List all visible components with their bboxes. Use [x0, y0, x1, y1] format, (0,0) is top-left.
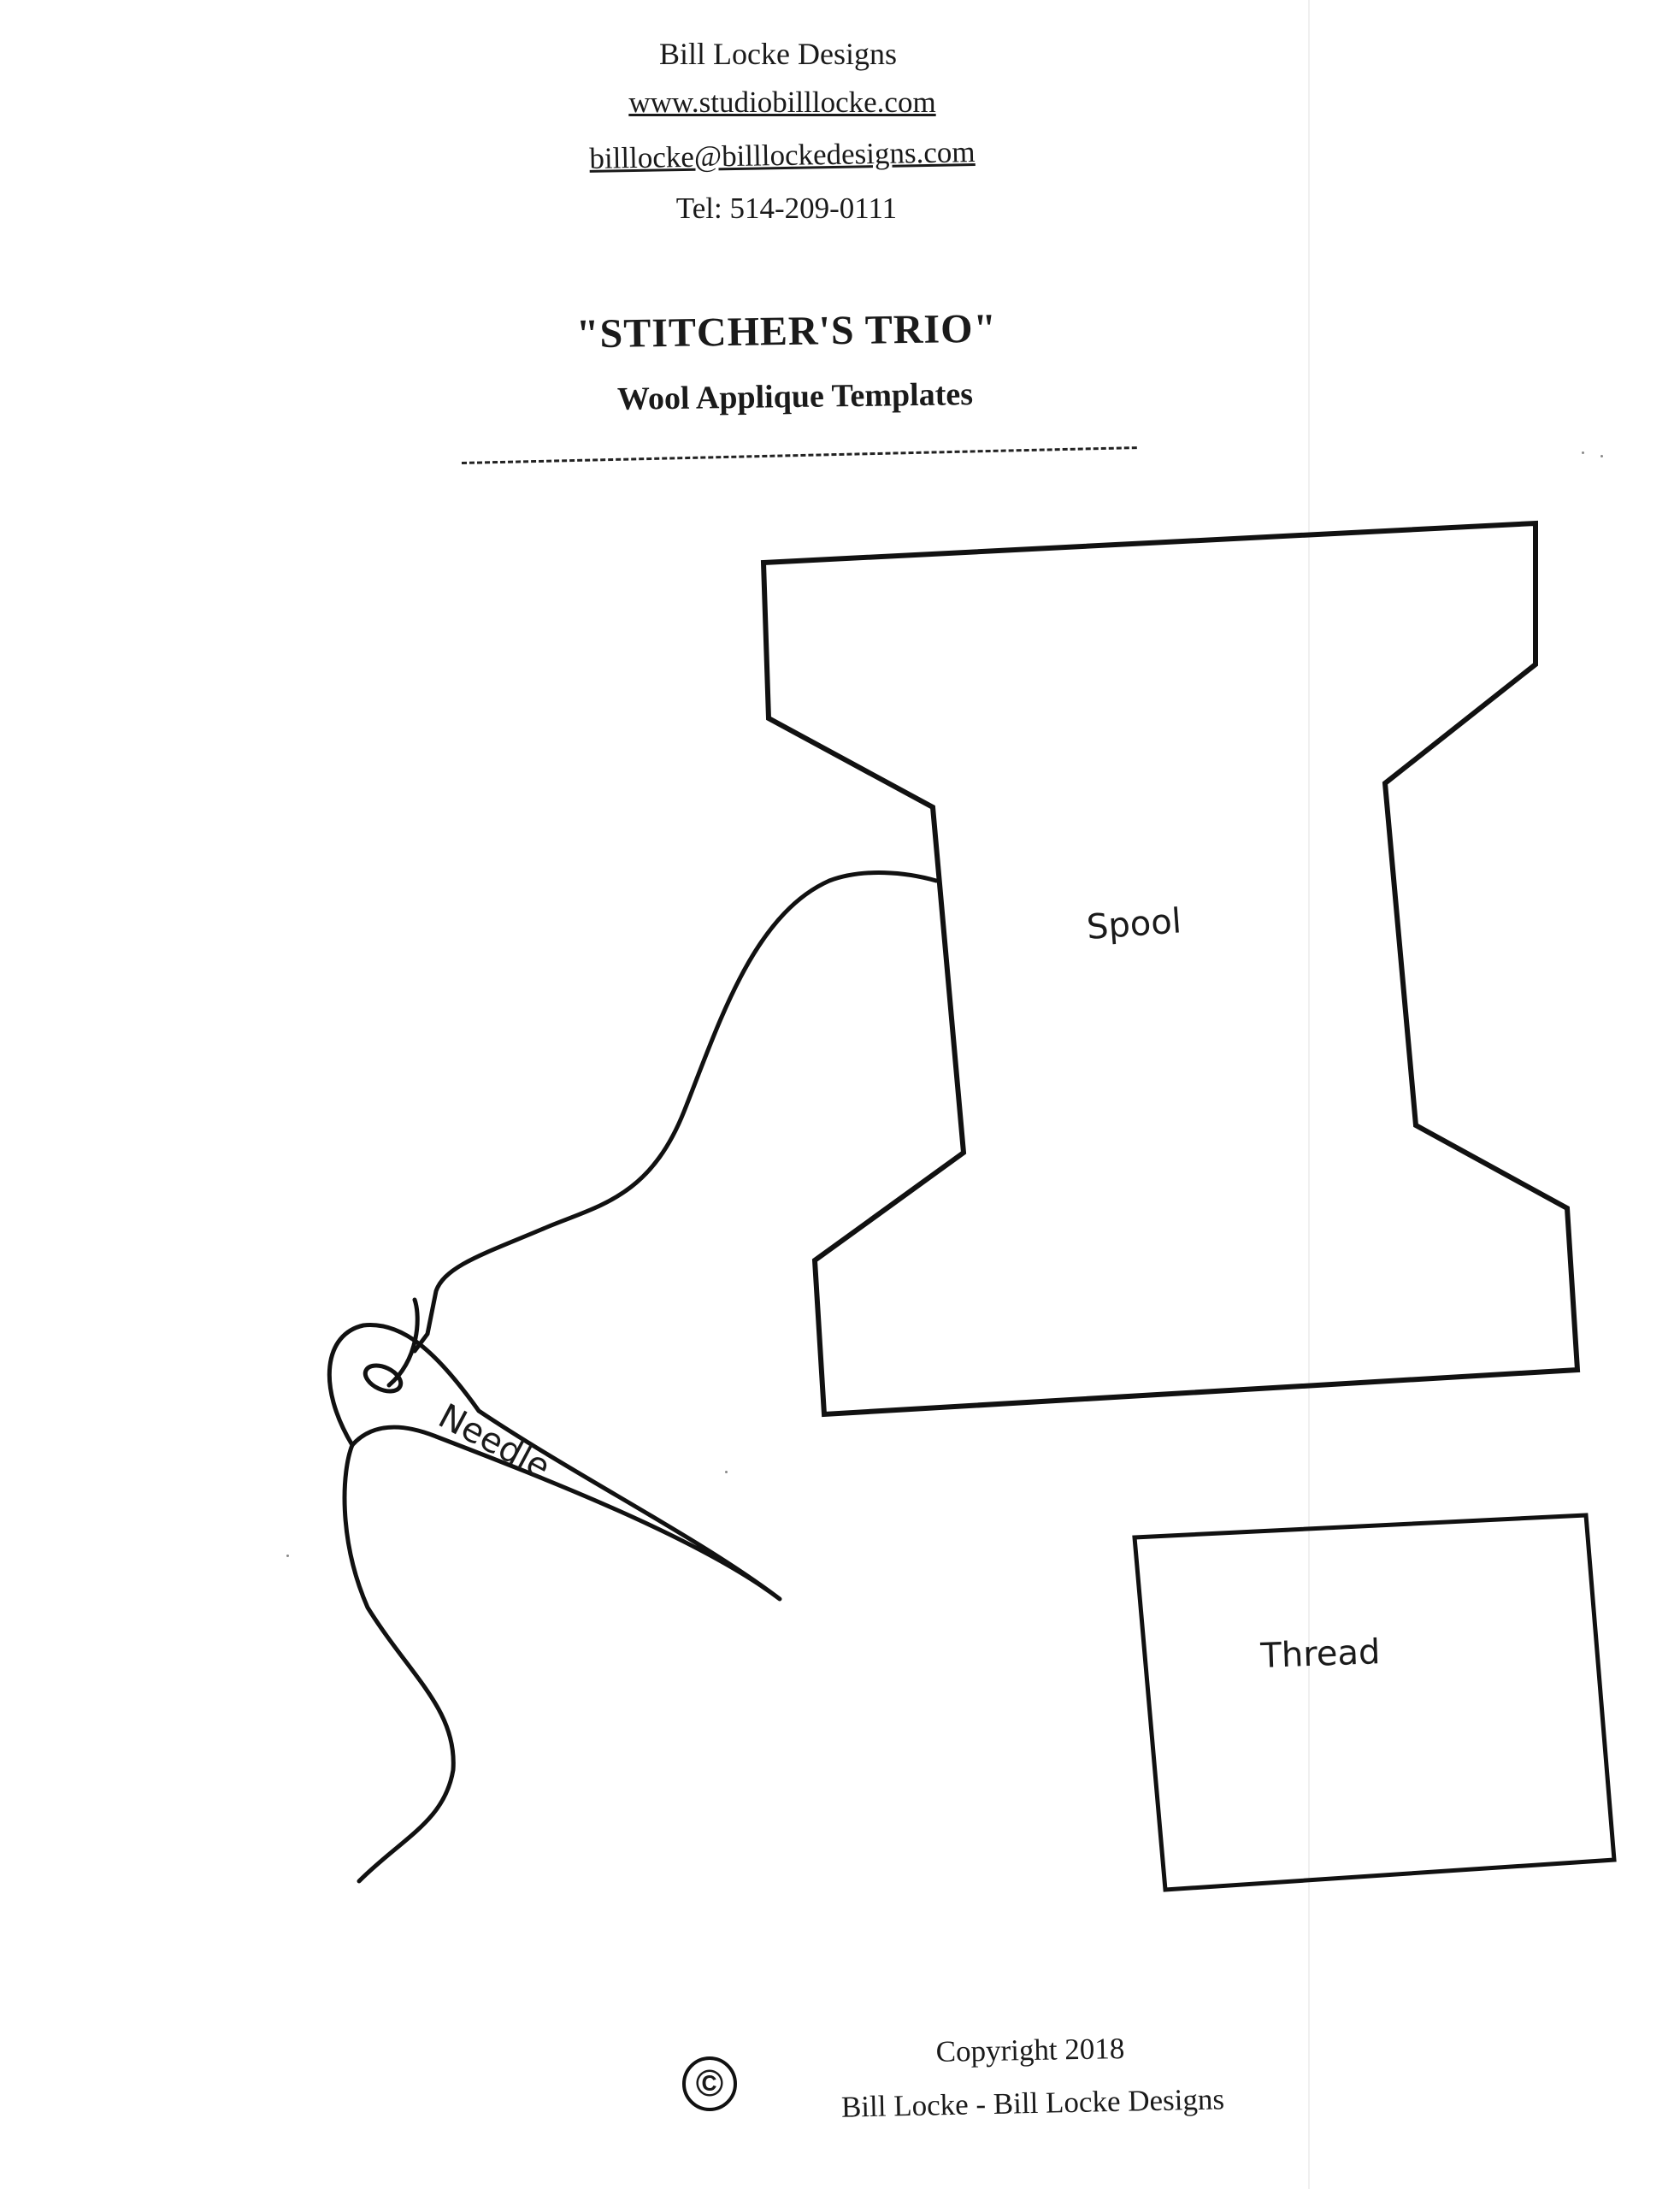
scan-fold-line — [1308, 0, 1310, 2189]
scan-speck — [1582, 451, 1584, 454]
copyright-year: Copyright 2018 — [935, 2032, 1125, 2068]
scan-speck — [286, 1555, 289, 1557]
thread-tail-line — [342, 1297, 456, 1884]
scan-speck — [725, 1471, 728, 1473]
thread-label: Thread — [1259, 1632, 1381, 1676]
needle-eye — [363, 1363, 404, 1394]
thread-line — [412, 870, 939, 1354]
copyright-symbol-icon: © — [682, 2056, 737, 2111]
spool-template-outline — [760, 520, 1581, 1418]
phone-number: Tel: 514-209-0111 — [675, 192, 898, 225]
thread-template-outline — [1132, 1513, 1617, 1892]
spool-label: Spool — [1085, 901, 1182, 947]
scan-speck — [1600, 455, 1603, 457]
website-link[interactable]: www.studiobilllocke.com — [628, 86, 936, 119]
company-name: Bill Locke Designs — [659, 37, 897, 71]
needle-template-outline — [327, 1323, 782, 1602]
